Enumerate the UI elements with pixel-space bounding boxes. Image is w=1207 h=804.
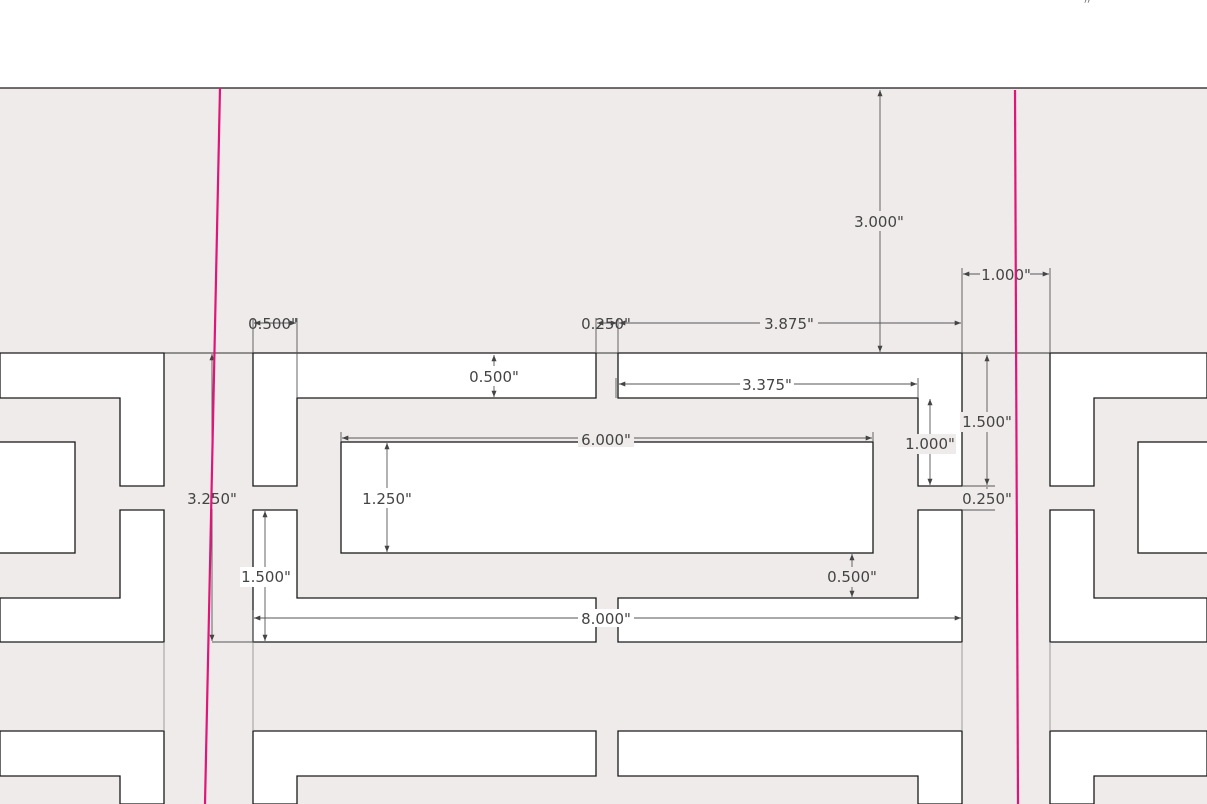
dim-top-right-run: 3.875"	[764, 315, 814, 333]
next-row-right-tile-top	[1049, 730, 1207, 804]
right-tile-inner-rect	[1137, 441, 1207, 554]
dim-right-inner-height: 1.000"	[905, 435, 955, 453]
dim-inner-rect-width: 6.000"	[581, 431, 631, 449]
guide-line-right[interactable]	[1013, 89, 1020, 804]
cutouts	[0, 352, 1207, 804]
dimension-labels: 3.000" 1.000" 0.500" 0.250" 3.875" 0.500…	[184, 211, 1031, 628]
left-tile-top-l	[0, 352, 165, 487]
dim-right-gap: 1.000"	[981, 266, 1031, 284]
dim-top-band: 0.500"	[469, 368, 519, 386]
cutout-inner-rect	[340, 441, 874, 554]
dim-inner-top-run: 3.375"	[742, 376, 792, 394]
dim-right-slot: 0.250"	[962, 490, 1012, 508]
dim-bottom-band: 0.500"	[827, 568, 877, 586]
dim-center-slot: 0.250"	[581, 315, 631, 333]
dim-right-outer-height: 1.500"	[962, 413, 1012, 431]
dim-lower-left-height: 1.500"	[241, 568, 291, 586]
dim-overall-width: 8.000"	[581, 610, 631, 628]
left-tile-bottom-l	[0, 509, 165, 643]
dim-left-slot: 0.500"	[248, 315, 298, 333]
tile-boundaries	[163, 642, 1051, 731]
cursor-mark-icon: 〃	[1082, 0, 1093, 7]
right-tile-top-l	[1049, 352, 1207, 487]
dim-inner-rect-height: 1.250"	[362, 490, 412, 508]
left-tile-inner-rect	[0, 441, 76, 554]
next-row-top-left-l	[252, 730, 597, 804]
guide-line-left[interactable]	[203, 87, 222, 804]
dim-top-margin: 3.000"	[854, 213, 904, 231]
